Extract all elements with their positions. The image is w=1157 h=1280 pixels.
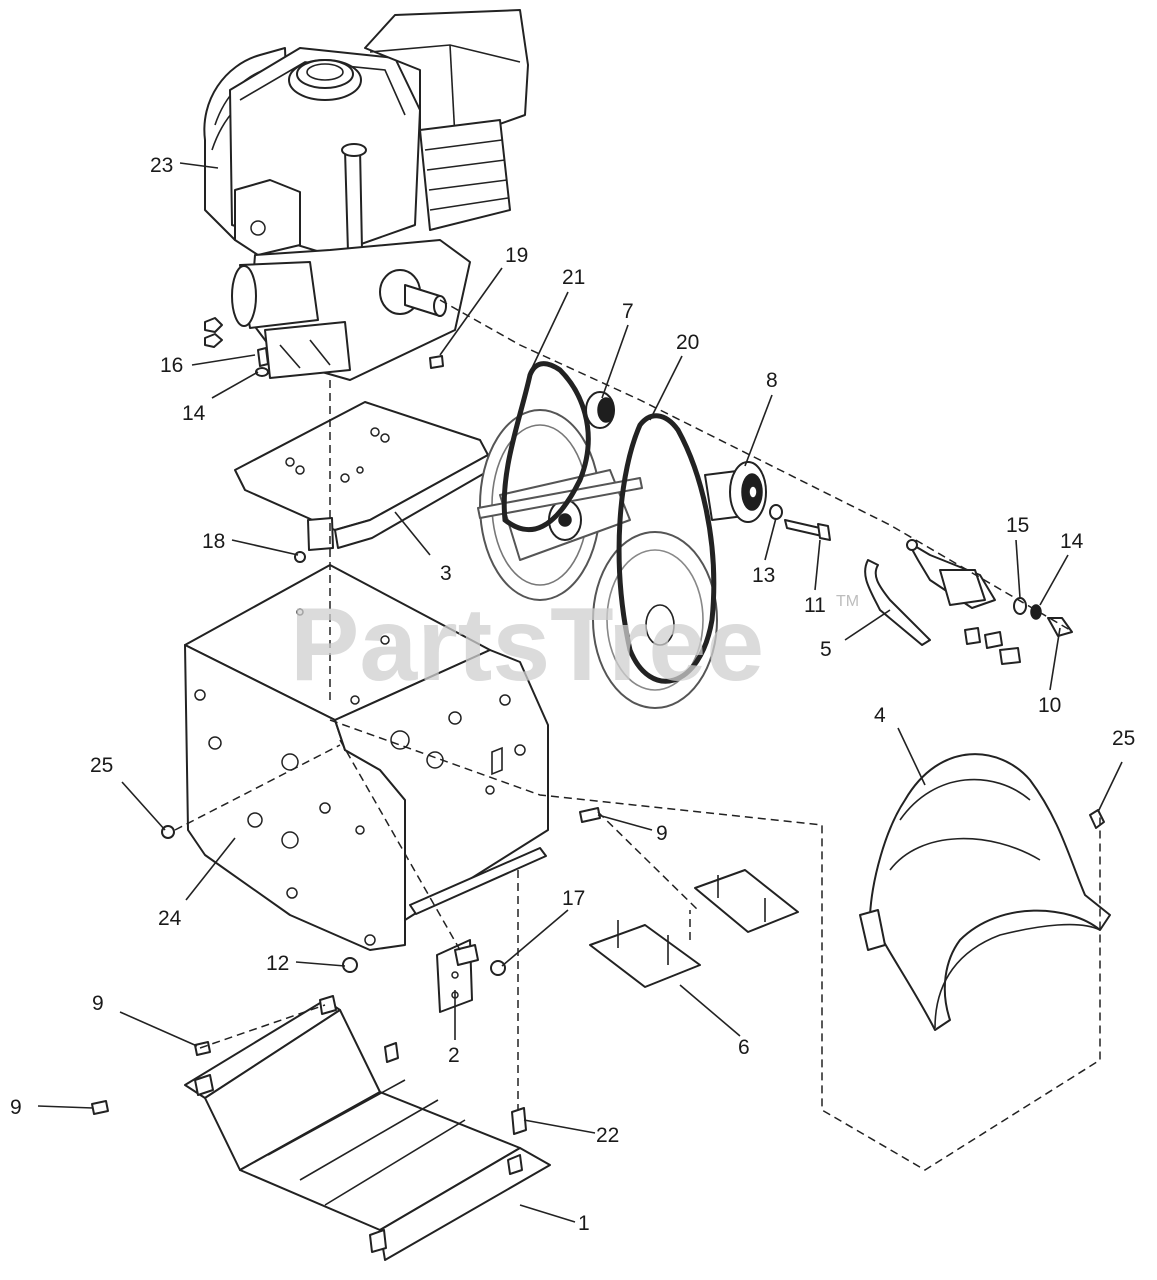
bracket	[436, 939, 479, 1013]
callout-14-engine: 14	[182, 402, 206, 425]
callout-21: 21	[562, 266, 585, 289]
callout-22: 22	[596, 1124, 619, 1147]
callout-labels: 23 19 21 7 20 8 16 14 18 3 13 11 15 14 5…	[10, 154, 1135, 1235]
callout-5: 5	[820, 638, 832, 661]
callout-11: 11	[804, 594, 826, 617]
axle-rod	[409, 847, 547, 915]
frame-housing	[184, 564, 549, 951]
watermark-text: PartsTree	[290, 587, 764, 703]
callout-6: 6	[738, 1036, 750, 1059]
callout-13: 13	[752, 564, 775, 587]
callout-9-tray: 9	[92, 992, 104, 1015]
callout-14-idler: 14	[1060, 530, 1084, 553]
callout-15: 15	[1006, 514, 1029, 537]
callout-1: 1	[578, 1212, 590, 1235]
callout-25-guard: 25	[1112, 727, 1135, 750]
skid-plates	[589, 869, 799, 988]
callout-3: 3	[440, 562, 452, 585]
callout-9-frame: 9	[656, 822, 668, 845]
callout-17: 17	[562, 887, 585, 910]
callout-24: 24	[158, 907, 182, 930]
callout-20: 20	[676, 331, 699, 354]
callout-leaders	[37, 162, 1123, 1223]
mounting-plate	[234, 401, 491, 551]
callout-18: 18	[202, 530, 225, 553]
engine-pulley	[704, 461, 831, 541]
callout-7: 7	[622, 300, 634, 323]
callout-16: 16	[160, 354, 183, 377]
assembly-guide-lines	[174, 299, 1101, 1171]
idler-pulley	[585, 391, 615, 429]
callout-19: 19	[505, 244, 528, 267]
callout-12: 12	[266, 952, 289, 975]
engine	[203, 9, 529, 381]
belt-guard	[859, 753, 1111, 1031]
callout-23: 23	[150, 154, 173, 177]
callout-2: 2	[448, 1044, 460, 1067]
watermark-trademark: TM	[836, 593, 859, 610]
auger-pulley-assembly	[477, 361, 718, 709]
callout-25-frame: 25	[90, 754, 113, 777]
callout-9-loose: 9	[10, 1096, 22, 1119]
bottom-tray	[184, 995, 551, 1261]
callout-4: 4	[874, 704, 886, 727]
callout-8: 8	[766, 369, 778, 392]
idler-bracket	[864, 539, 1073, 665]
callout-10: 10	[1038, 694, 1061, 717]
